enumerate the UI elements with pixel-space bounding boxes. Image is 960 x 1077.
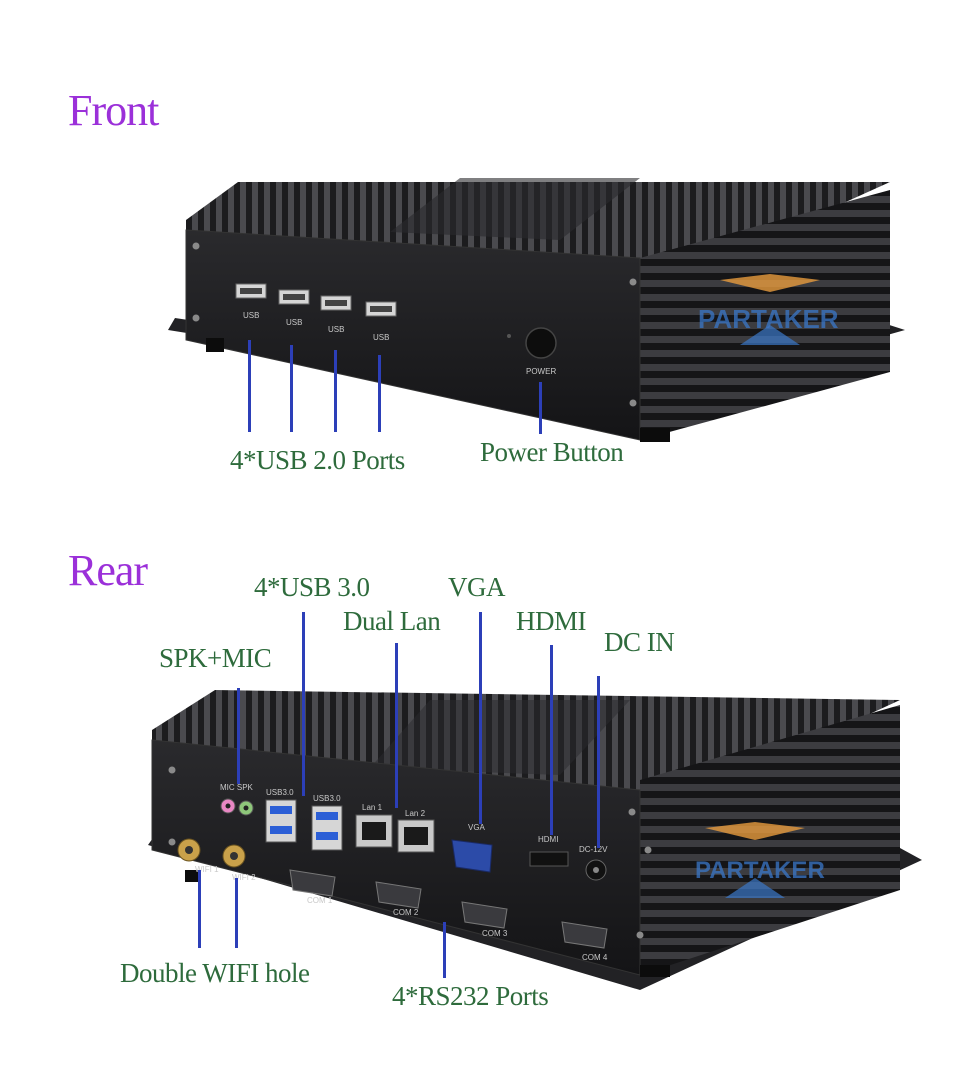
svg-text:PARTAKER: PARTAKER xyxy=(698,304,839,334)
front-usb-label: USB xyxy=(243,311,259,320)
com-port xyxy=(561,921,608,949)
vga-label: VGA xyxy=(468,823,486,832)
com1-label: COM 1 xyxy=(307,896,333,905)
leader-line xyxy=(235,878,238,948)
rear-section-title: Rear xyxy=(68,546,148,595)
leader-line xyxy=(237,688,240,784)
watermark-logo: PARTAKER xyxy=(695,822,825,898)
callout-rs232: 4*RS232 Ports xyxy=(392,981,549,1011)
leader-line xyxy=(443,922,446,978)
callout-spk-mic: SPK+MIC xyxy=(159,643,272,673)
callout-usb3: 4*USB 3.0 xyxy=(254,572,370,602)
com-port xyxy=(289,869,336,897)
lan2-label: Lan 2 xyxy=(405,809,426,818)
usb3-label-a: USB3.0 xyxy=(266,788,294,797)
com-port xyxy=(461,901,508,929)
front-usb-port xyxy=(278,289,310,305)
leader-line xyxy=(479,612,482,824)
watermark-logo: PARTAKER xyxy=(698,274,839,345)
com3-label: COM 3 xyxy=(482,929,508,938)
dc-label: DC-12V xyxy=(579,845,608,854)
leader-line xyxy=(248,340,251,432)
front-section-title: Front xyxy=(68,86,159,135)
callout-hdmi: HDMI xyxy=(516,606,587,636)
leader-line xyxy=(378,355,381,432)
wifi2-label: WIFI 2 xyxy=(232,873,256,882)
leader-line xyxy=(198,870,201,948)
callout-dual-lan: Dual Lan xyxy=(343,606,441,636)
leader-line xyxy=(539,382,542,434)
leader-line xyxy=(395,643,398,808)
com2-label: COM 2 xyxy=(393,908,419,917)
mic-spk-label: MIC SPK xyxy=(220,783,254,792)
front-usb-port xyxy=(320,295,352,311)
com4-label: COM 4 xyxy=(582,953,608,962)
front-usb-port xyxy=(365,301,397,317)
front-usb-label: USB xyxy=(328,325,344,334)
callout-vga: VGA xyxy=(448,572,506,602)
callout-power: Power Button xyxy=(480,437,624,467)
front-usb-label: USB xyxy=(286,318,302,327)
power-led xyxy=(507,334,511,338)
callout-usb2: 4*USB 2.0 Ports xyxy=(230,445,405,475)
power-button xyxy=(525,327,557,359)
leader-line xyxy=(334,350,337,432)
callout-dc-in: DC IN xyxy=(604,627,675,657)
lan1-label: Lan 1 xyxy=(362,803,383,812)
power-label: POWER xyxy=(526,367,556,376)
front-usb-label: USB xyxy=(373,333,389,342)
svg-text:PARTAKER: PARTAKER xyxy=(695,857,825,884)
hdmi-label: HDMI xyxy=(538,835,558,844)
leader-line xyxy=(597,676,600,848)
wifi1-label: WIFI 1 xyxy=(195,865,219,874)
leader-line xyxy=(290,345,293,432)
usb3-label-b: USB3.0 xyxy=(313,794,341,803)
leader-line xyxy=(550,645,553,835)
leader-line xyxy=(302,612,305,796)
callout-wifi: Double WIFI hole xyxy=(120,958,310,988)
com-port xyxy=(375,881,422,909)
front-usb-port xyxy=(235,283,267,299)
